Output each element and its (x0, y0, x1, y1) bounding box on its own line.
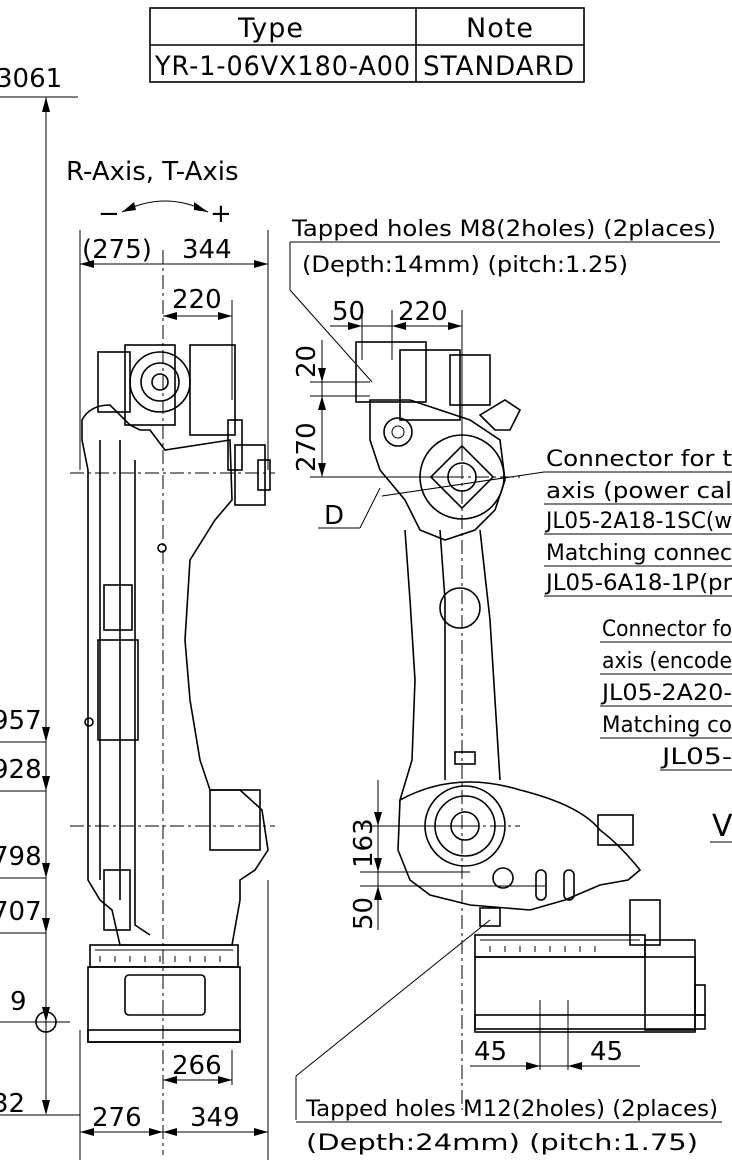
conn-enc-line2: axis (encode (602, 649, 732, 674)
type-table: Type Note YR-1-06VX180-A00 STANDARD (149, 7, 585, 83)
dim-50-top: 50 (332, 297, 365, 327)
dim-275: (275) (82, 235, 152, 265)
conn-power-line3: JL05-2A18-1SC(w (544, 509, 732, 534)
dim-276: 276 (92, 1103, 142, 1133)
tapped-holes-m12-note: Tapped holes M12(2holes) (2places) (Dept… (295, 919, 722, 1156)
dim-50-side: 50 (349, 897, 379, 930)
dim-344: 344 (182, 235, 232, 265)
rotation-axis-label: R-Axis, T-Axis (66, 157, 239, 187)
conn-enc-line1: Connector fo (602, 617, 732, 642)
dim-9: 9 (10, 987, 27, 1017)
dim-163: 163 (349, 818, 379, 868)
dim-220-right: 220 (398, 297, 448, 327)
right-view-dims: 50 220 20 270 D 163 50 45 45 (292, 297, 640, 1070)
conn-enc-line4: Matching co (602, 713, 732, 738)
left-view-top-dims: R-Axis, T-Axis − + (275) 344 220 (66, 157, 269, 470)
connector-notes: Connector for t axis (power cal JL05-2A1… (381, 447, 732, 844)
table-type-value: YR-1-06VX180-A00 (154, 51, 411, 82)
detail-label-d: D (324, 501, 344, 531)
tapped-holes-m8-note: Tapped holes M8(2holes) (2places) (Depth… (289, 217, 720, 383)
dim-20: 20 (292, 345, 322, 378)
dim-798: 798 (0, 842, 42, 872)
tapped-m12-line2: (Depth:24mm) (pitch:1.75) (306, 1131, 698, 1156)
left-dimension-column: 3061 957 928 798 707 9 32 (0, 64, 80, 1119)
conn-power-line5: JL05-6A18-1P(pr (544, 571, 732, 596)
rotation-plus: + (210, 199, 232, 229)
table-header-note: Note (466, 13, 534, 44)
tapped-m8-line2: (Depth:14mm) (pitch:1.25) (302, 253, 628, 278)
dim-349: 349 (190, 1103, 240, 1133)
dim-3061: 3061 (0, 64, 62, 94)
dim-707: 707 (0, 897, 42, 927)
view-letter-v: V (712, 809, 732, 844)
dim-957: 957 (0, 706, 42, 736)
conn-enc-line3: JL05-2A20- (600, 681, 732, 706)
dim-270: 270 (292, 422, 322, 472)
left-view-robot (70, 250, 275, 1155)
table-note-value: STANDARD (423, 51, 575, 82)
dim-45-left: 45 (474, 1037, 507, 1067)
dim-32: 32 (0, 1089, 25, 1119)
dim-220-left: 220 (172, 285, 222, 315)
dim-928: 928 (0, 755, 42, 785)
tapped-m12-line1: Tapped holes M12(2holes) (2places) (305, 1097, 718, 1122)
conn-power-line4: Matching connec (546, 541, 732, 566)
conn-power-line1: Connector for t (546, 447, 732, 472)
rotation-minus: − (98, 199, 120, 229)
dim-45-right: 45 (590, 1037, 623, 1067)
table-header-type: Type (237, 13, 304, 44)
left-view-bottom-dims: 266 276 349 (79, 880, 269, 1160)
conn-power-line2: axis (power cal (546, 479, 732, 504)
dim-266: 266 (172, 1051, 222, 1081)
tapped-m8-line1: Tapped holes M8(2holes) (2places) (291, 217, 716, 242)
conn-enc-line5: JL05- (659, 745, 732, 770)
right-view-robot (355, 340, 706, 1110)
